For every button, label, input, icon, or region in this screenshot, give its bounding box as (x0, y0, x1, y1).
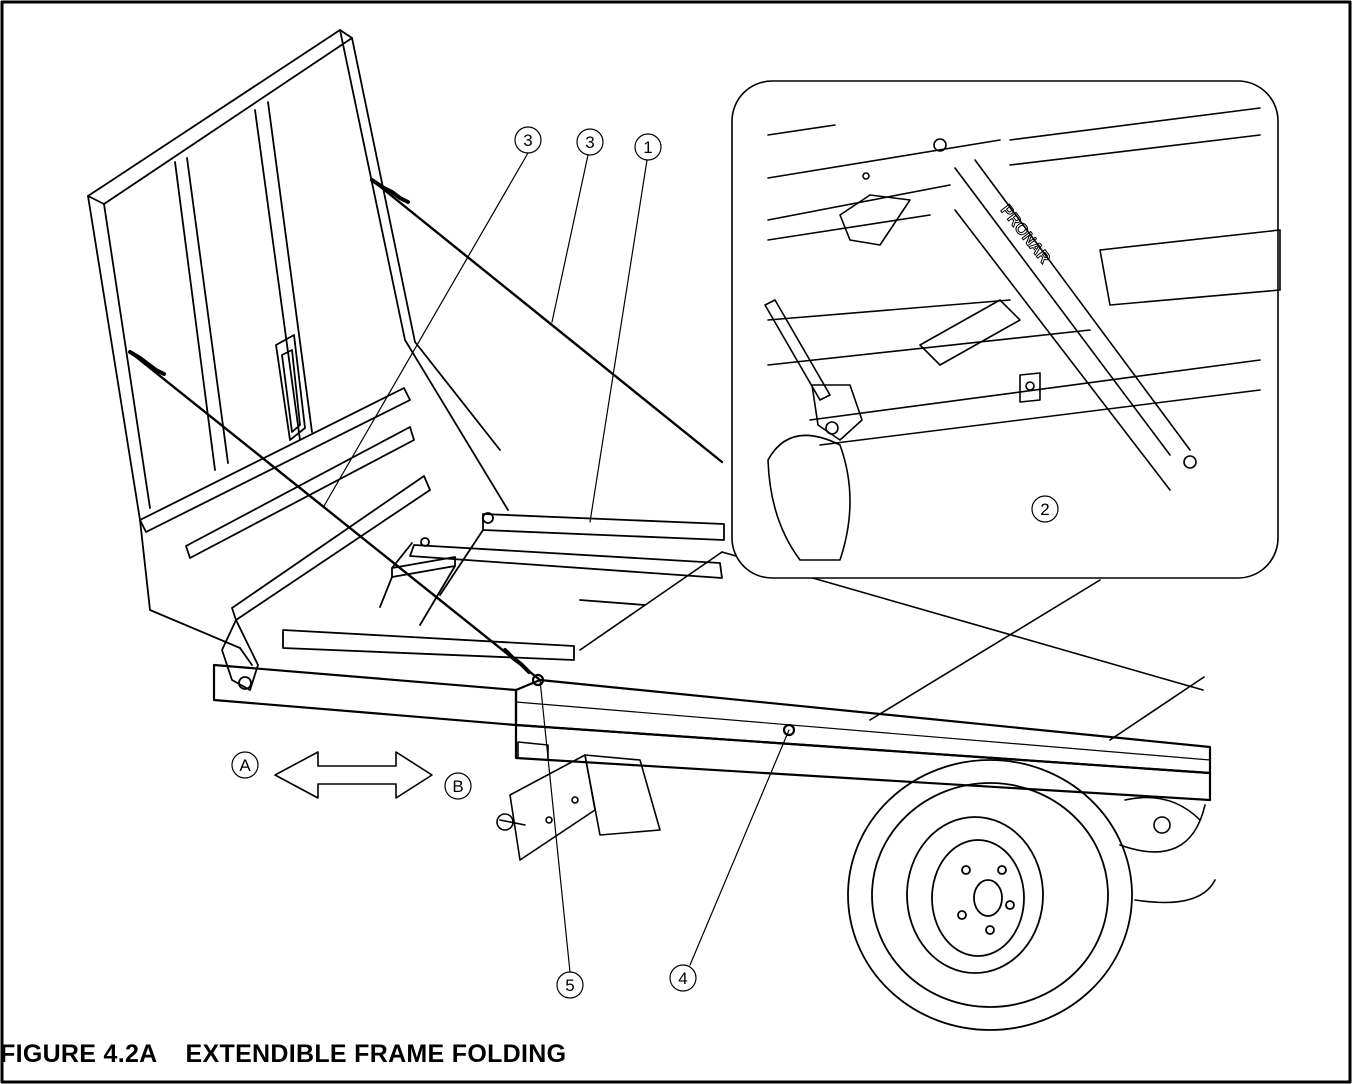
callout-5-label: 5 (565, 976, 574, 995)
callout-2: 2 (1031, 495, 1059, 523)
support-stand (496, 741, 661, 861)
callout-B: B (444, 772, 472, 800)
front-wall (87, 29, 509, 691)
callout-1: 1 (634, 133, 662, 161)
callout-A: A (231, 751, 259, 779)
main-wheel (847, 759, 1133, 1031)
callout-4-label: 4 (678, 969, 687, 988)
leader-lines (323, 152, 1046, 973)
callout-A-label: A (239, 756, 251, 775)
callout-4: 4 (669, 964, 697, 992)
motion-arrow-icon (274, 751, 433, 799)
callout-5: 5 (556, 971, 584, 999)
callout-3a: 3 (514, 126, 542, 154)
side-beam (212, 663, 1212, 802)
figure-caption: FIGURE 4.2A EXTENDIBLE FRAME FOLDING (0, 1040, 567, 1068)
callout-1-label: 1 (643, 138, 652, 157)
callout-3a-label: 3 (523, 131, 532, 150)
callout-3b-label: 3 (585, 133, 594, 152)
callout-B-label: B (452, 777, 463, 796)
inset-detail: PRONAR (731, 80, 1281, 579)
callout-3b: 3 (576, 128, 604, 156)
extendible-frame (282, 512, 725, 661)
rear-wheel (1119, 796, 1216, 904)
callout-2-label: 2 (1040, 500, 1049, 519)
trailer-deck (579, 551, 1205, 741)
tension-ropes (128, 178, 724, 682)
